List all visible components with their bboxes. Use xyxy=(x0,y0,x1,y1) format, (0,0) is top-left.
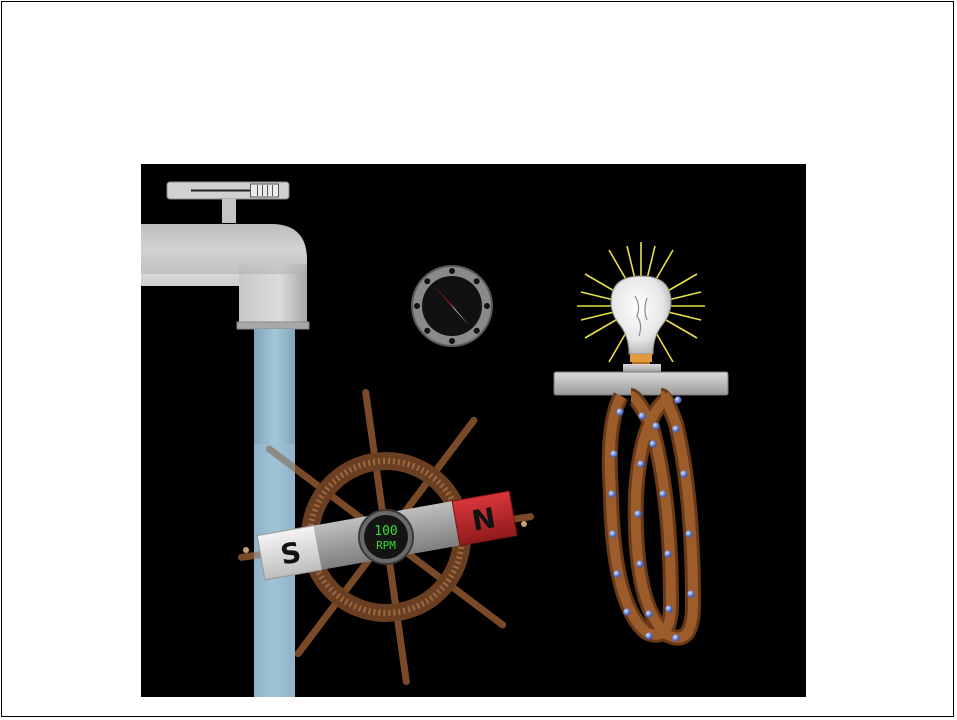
light-bulb-icon xyxy=(577,242,705,367)
slider-thumb[interactable] xyxy=(251,184,279,197)
bulb-base xyxy=(554,364,728,395)
rpm-gauge: 100 RPM xyxy=(359,510,413,564)
compass-icon[interactable] xyxy=(412,266,492,346)
coil-icon xyxy=(608,396,694,642)
rpm-unit: RPM xyxy=(376,539,396,552)
faucet-icon[interactable] xyxy=(141,182,309,329)
rpm-value: 100 xyxy=(374,524,397,539)
generator-simulation: S N 100 RPM xyxy=(141,164,806,697)
